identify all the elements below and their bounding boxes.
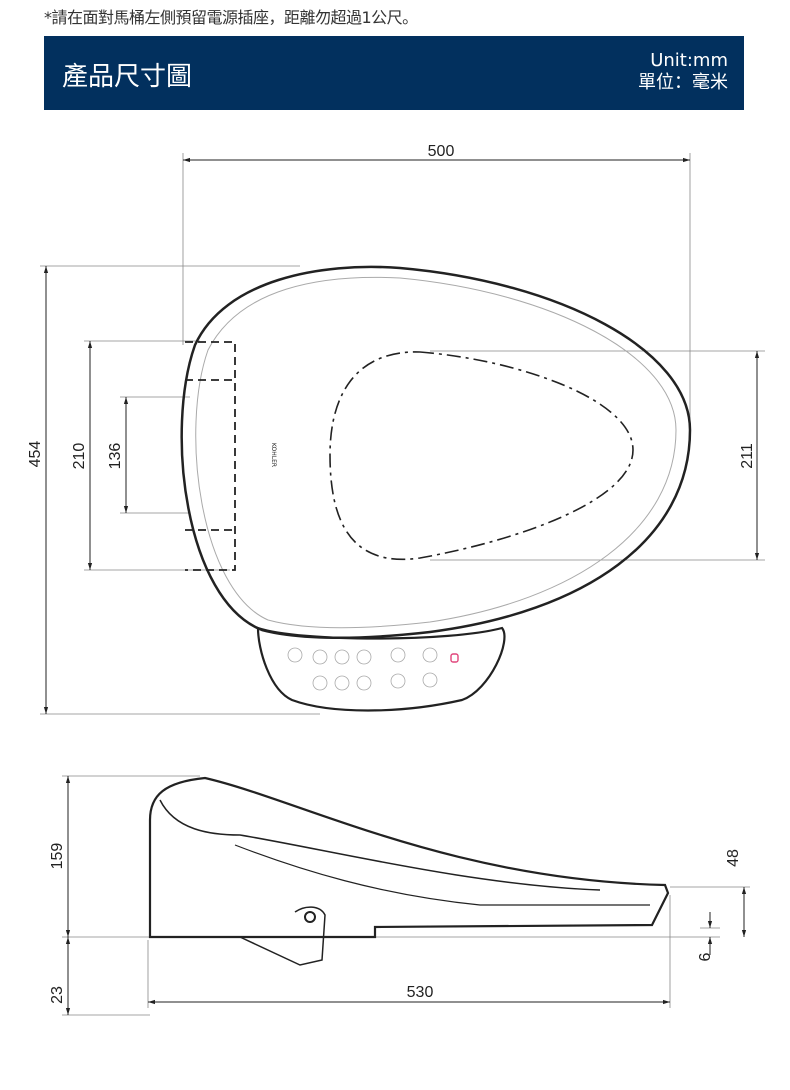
control-panel [256,626,506,712]
dim-length-454: 454 [27,441,44,468]
unit-zh: 單位：毫米 [638,72,728,93]
lid-opening-dashed [329,351,634,561]
side-extension-lines [62,775,750,1016]
page-title: 產品尺寸圖 [62,62,193,92]
top-view: KOHLER [40,153,765,715]
dim-width-500: 500 [428,143,455,160]
unit-label: Unit:mm 單位：毫米 [638,50,728,94]
bracket-bolt [304,911,316,923]
dim-height-159: 159 [49,843,66,870]
installation-note: *請在面對馬桶左側預留電源插座，距離勿超過1公尺。 [44,8,418,27]
seat-side-profile [148,776,670,939]
dim-base-23: 23 [49,986,66,1004]
header-banner: 產品尺寸圖 Unit:mm 單位：毫米 [44,36,744,110]
lid-side-line [159,799,601,891]
dimension-lines [43,157,760,714]
dim-opening-211: 211 [739,443,756,469]
dim-hinge-210: 210 [71,443,88,470]
seat-outline [180,265,692,639]
dim-gap-6: 6 [697,952,714,961]
seat-side-line [234,844,650,906]
hinge-dashed [185,341,236,571]
panel-buttons [287,647,438,691]
side-dimension-lines [65,776,747,1015]
bracket-side [239,906,326,966]
side-view [62,775,750,1016]
unit-en: Unit:mm [650,50,728,71]
seat-inner-outline [195,276,677,629]
brand-logo: KOHLER [270,443,277,467]
power-button-icon [450,653,459,663]
extension-lines [40,153,765,715]
dim-length-530: 530 [407,984,434,1001]
dim-hinge-136: 136 [107,443,124,470]
dim-front-48: 48 [725,849,742,867]
